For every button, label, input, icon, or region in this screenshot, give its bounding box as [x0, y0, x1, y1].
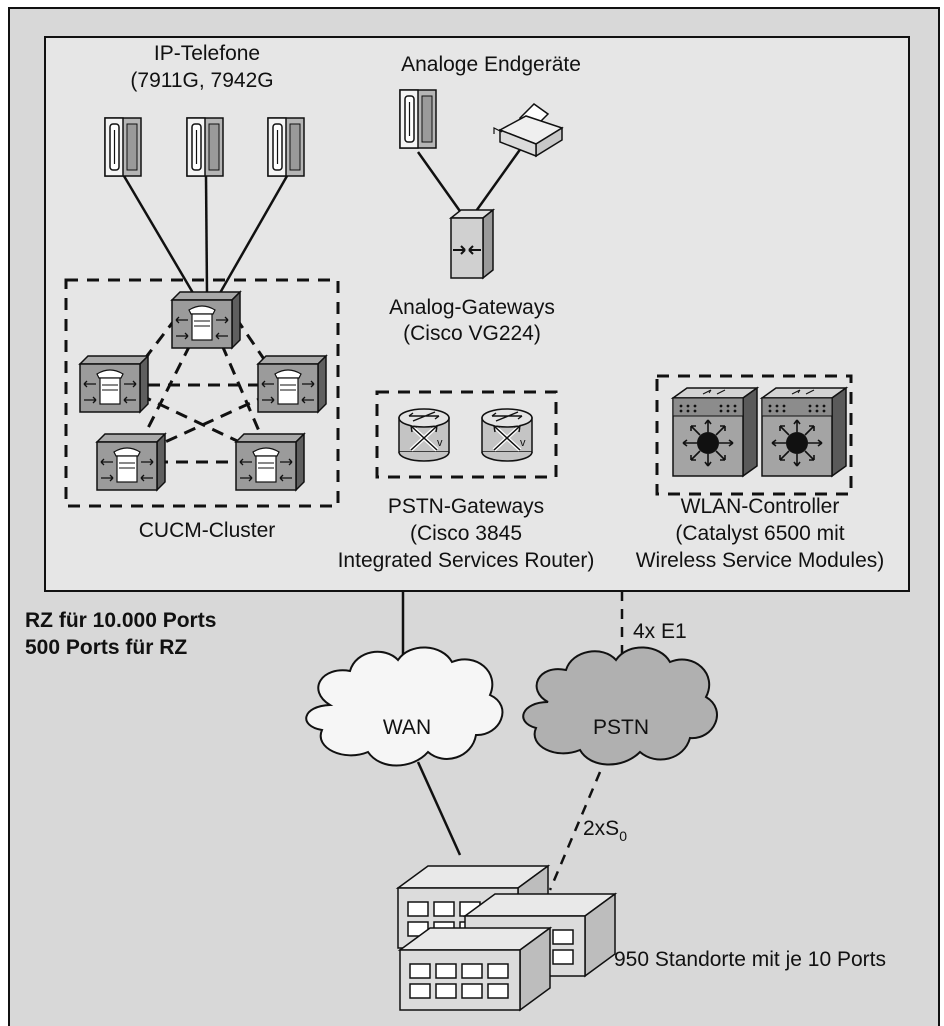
branch-sites-label: 950 Standorte mit je 10 Ports — [614, 948, 886, 971]
ip-phones-models: (7911G, 7942G — [130, 69, 273, 92]
cucm-mesh — [138, 317, 270, 464]
cucm-server-icon — [96, 433, 166, 491]
wlan-controller-title: WLAN-Controller — [681, 495, 840, 518]
wlan-controller-desc: Wireless Service Modules) — [636, 549, 885, 572]
analog-gateways-title: Analog-Gateways — [389, 296, 555, 319]
pstn-cloud — [522, 646, 718, 766]
e1-link-label: 4x E1 — [633, 620, 687, 643]
branch-switch-icon — [399, 927, 551, 1011]
s0-prefix: 2xS — [583, 817, 619, 840]
cucm-server-icon — [235, 433, 305, 491]
analog-gateway-icon — [448, 208, 496, 280]
datacenter-ports-label: RZ für 10.000 Ports — [25, 609, 216, 632]
voice-router-icon — [480, 407, 534, 463]
analog-gateways-model: (Cisco VG224) — [403, 322, 541, 345]
wan-cloud — [305, 646, 504, 767]
pstn-gateways-frame — [375, 390, 558, 479]
s0-link-label: 2xS0 — [583, 817, 627, 844]
cucm-server-icon — [79, 355, 149, 413]
catalyst-switch-icon — [761, 387, 847, 477]
ip-phone-icon — [267, 117, 305, 177]
pstn-label: PSTN — [593, 716, 649, 739]
cucm-server-icon — [171, 291, 241, 349]
ip-phone-icon — [186, 117, 224, 177]
phone-links — [122, 143, 526, 294]
pstn-gateways-model: (Cisco 3845 — [410, 522, 522, 545]
wlan-controller-model: (Catalyst 6500 mit — [675, 522, 844, 545]
cucm-server-icon — [257, 355, 327, 413]
voice-router-icon — [397, 407, 451, 463]
s0-subscript: 0 — [619, 828, 627, 844]
analog-endpoints-label: Analoge Endgeräte — [401, 53, 581, 76]
datacenter-local-ports-label: 500 Ports für RZ — [25, 636, 187, 659]
wlan-controller-frame — [655, 374, 853, 496]
pstn-gateways-desc: Integrated Services Router) — [338, 549, 595, 572]
cucm-cluster-frame — [64, 278, 340, 508]
ip-phone-icon — [104, 117, 142, 177]
analog-phone-icon — [399, 89, 437, 149]
wan-label: WAN — [383, 716, 431, 739]
cucm-cluster-label: CUCM-Cluster — [139, 519, 276, 542]
fax-icon — [493, 103, 564, 158]
catalyst-switch-icon — [672, 387, 758, 477]
pstn-gateways-title: PSTN-Gateways — [388, 495, 544, 518]
ip-phones-title: IP-Telefone — [154, 42, 260, 65]
